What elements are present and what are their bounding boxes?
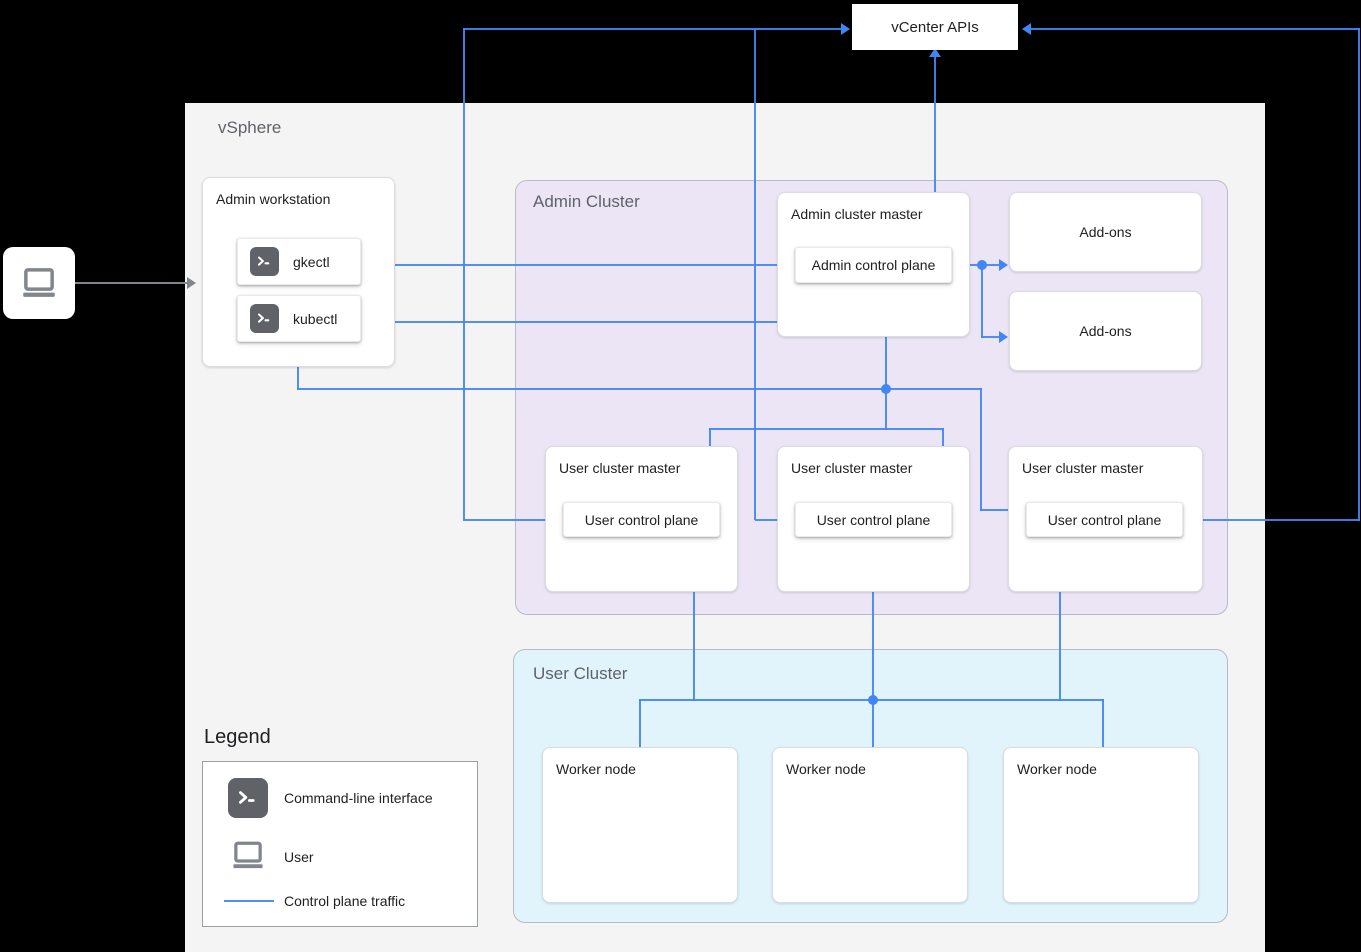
connector-ucp1-left-horizontal [463, 519, 564, 521]
control-plane-line-sample [224, 900, 274, 902]
gkectl-box: gkectl [237, 238, 361, 285]
connector-right-vertical [1358, 28, 1360, 521]
arrowhead-vcenter-left [841, 23, 850, 35]
worker-node-label: Worker node [1017, 761, 1097, 777]
user-control-plane-label: User control plane [1047, 511, 1162, 528]
laptop-icon [23, 268, 55, 297]
legend-label-traffic: Control plane traffic [284, 893, 406, 909]
connector-user-vsphere [75, 282, 187, 284]
terminal-icon [228, 778, 268, 818]
connector-acp-vcenter-vertical [934, 56, 936, 248]
connector-ucp3-branch-horizontal [980, 509, 1019, 511]
worker-node-box-3: Worker node [1003, 747, 1199, 903]
arrowhead-vcenter-bottom [929, 48, 941, 57]
legend-title: Legend [204, 726, 271, 748]
connector-worker2-drop [872, 699, 874, 748]
junction-dot-addons [977, 260, 987, 270]
legend-box: Command-line interface User Control plan… [202, 761, 478, 927]
connector-worker1-drop [639, 699, 641, 748]
user-cluster-master-title: User cluster master [791, 460, 913, 476]
terminal-icon [250, 304, 279, 333]
vcenter-apis-label: vCenter APIs [891, 18, 979, 36]
worker-node-box-2: Worker node [772, 747, 968, 903]
admin-cluster-label: Admin Cluster [533, 192, 640, 211]
worker-node-label: Worker node [556, 761, 636, 777]
connector-kubectl-dot-horizontal [297, 388, 887, 390]
junction-dot-distribution [881, 384, 891, 394]
connector-addons2-horizontal [981, 336, 1000, 338]
connector-ucp2-vertical [754, 28, 756, 520]
connector-worker3-drop [1102, 699, 1104, 748]
connector-dot-down [885, 388, 887, 430]
arrowhead-user-vsphere [187, 277, 196, 289]
connector-dot-right [885, 388, 982, 390]
user-cluster-label: User Cluster [533, 664, 628, 683]
admin-control-plane-label: Admin control plane [811, 257, 936, 273]
connector-gkectl-acp [361, 264, 782, 266]
kubectl-label: kubectl [293, 310, 338, 327]
connector-ucp1-worker-vertical [693, 537, 695, 701]
admin-control-plane-box: Admin control plane [795, 247, 952, 283]
connector-top-to-vcenter [463, 28, 841, 30]
worker-node-label: Worker node [786, 761, 866, 777]
admin-cluster-master-title: Admin cluster master [791, 206, 923, 222]
vsphere-label: vSphere [218, 118, 282, 137]
connector-ucp3-branch-vertical [980, 388, 982, 511]
user-cluster-master-title: User cluster master [559, 460, 681, 476]
addons-box-2: Add-ons [1009, 291, 1202, 371]
arrowhead-vcenter-right [1022, 23, 1031, 35]
connector-ucp3-worker-vertical [1059, 537, 1061, 701]
addons-box-1: Add-ons [1009, 192, 1202, 272]
user-box [3, 247, 75, 319]
arrowhead-addons-1 [999, 259, 1008, 271]
user-control-plane-box-3: User control plane [1026, 502, 1183, 537]
addons-label: Add-ons [1079, 224, 1132, 240]
connector-ucp3-right-horizontal [1183, 519, 1360, 521]
admin-workstation-title: Admin workstation [216, 191, 331, 207]
kubectl-box: kubectl [237, 295, 361, 342]
gkectl-label: gkectl [293, 253, 330, 270]
connector-right-top-horizontal [1031, 28, 1360, 30]
user-control-plane-box-1: User control plane [563, 502, 720, 537]
connector-addons-vertical [981, 264, 983, 338]
connector-ucp2-left-horizontal [755, 519, 796, 521]
legend-item-cli: Command-line interface [228, 778, 433, 818]
user-control-plane-label: User control plane [816, 511, 931, 528]
connector-ucm-distribution [709, 428, 944, 430]
user-cluster-master-title: User cluster master [1022, 460, 1144, 476]
connector-ucp2-worker-vertical [872, 537, 874, 700]
legend-item-user: User [228, 840, 314, 874]
connector-kubectl-horizontal [361, 321, 875, 323]
vcenter-apis-box: vCenter APIs [852, 4, 1018, 50]
legend-item-traffic: Control plane traffic [224, 893, 405, 909]
user-control-plane-label: User control plane [584, 511, 699, 528]
terminal-icon [250, 247, 279, 276]
laptop-icon [233, 841, 263, 869]
connector-acp-addons-horizontal [952, 264, 1000, 266]
user-control-plane-box-2: User control plane [795, 502, 952, 537]
legend-label-cli: Command-line interface [284, 790, 433, 806]
connector-ucp1-vcenter-vertical [463, 28, 465, 520]
arrowhead-addons-2 [999, 331, 1008, 343]
addons-label: Add-ons [1079, 323, 1132, 339]
legend-label-user: User [284, 849, 314, 865]
worker-node-box-1: Worker node [542, 747, 738, 903]
junction-dot-worker-bus [868, 695, 878, 705]
